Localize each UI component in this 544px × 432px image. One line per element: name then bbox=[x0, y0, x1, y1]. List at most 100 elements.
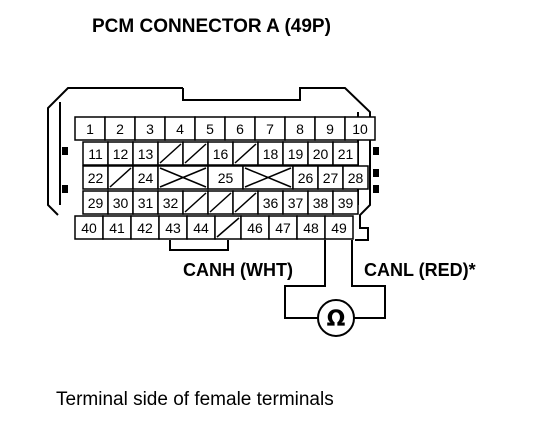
terminal-number: 40 bbox=[81, 220, 97, 236]
terminal: 24 bbox=[132, 165, 159, 190]
terminal-number: 39 bbox=[338, 195, 354, 211]
terminal: 7 bbox=[254, 116, 286, 141]
unused-terminal-slash bbox=[209, 192, 232, 213]
terminal-number: 22 bbox=[88, 170, 104, 186]
canl-label: CANL (RED)* bbox=[364, 260, 476, 280]
terminal-number: 11 bbox=[88, 146, 103, 162]
terminal-number: 3 bbox=[146, 121, 154, 137]
terminal: 46 bbox=[240, 215, 270, 240]
terminal-number: 13 bbox=[138, 146, 154, 162]
terminal-number: 16 bbox=[213, 146, 229, 162]
terminal bbox=[242, 165, 294, 190]
diagram-title: PCM CONNECTOR A (49P) bbox=[92, 16, 331, 37]
terminal: 38 bbox=[307, 190, 334, 215]
terminal: 39 bbox=[332, 190, 359, 215]
canh-wire bbox=[284, 240, 326, 319]
terminal-number: 26 bbox=[298, 170, 314, 186]
terminal: 36 bbox=[257, 190, 284, 215]
terminal: 25 bbox=[207, 165, 244, 190]
terminal bbox=[182, 190, 209, 215]
terminal-number: 4 bbox=[176, 121, 184, 137]
terminal: 32 bbox=[157, 190, 184, 215]
ohmmeter: Ω bbox=[317, 299, 355, 337]
terminal-number: 47 bbox=[275, 220, 291, 236]
canh-label: CANH (WHT) bbox=[183, 260, 293, 280]
terminal-number: 38 bbox=[313, 195, 329, 211]
terminal: 22 bbox=[82, 165, 109, 190]
ohmmeter-circle bbox=[317, 299, 355, 337]
terminal-number: 25 bbox=[218, 170, 234, 186]
terminal: 13 bbox=[132, 141, 159, 166]
canl-wire bbox=[351, 240, 386, 319]
terminal: 40 bbox=[74, 215, 104, 240]
terminal: 11 bbox=[82, 141, 109, 166]
terminal-number: 30 bbox=[113, 195, 129, 211]
terminal-number: 1 bbox=[86, 121, 94, 137]
terminal-cell bbox=[344, 116, 376, 141]
terminal-number: 29 bbox=[88, 195, 104, 211]
terminal bbox=[232, 190, 259, 215]
terminal-number: 8 bbox=[296, 121, 304, 137]
ohm-symbol-icon: Ω bbox=[327, 307, 346, 332]
terminal-cell bbox=[332, 190, 359, 215]
terminal: 41 bbox=[102, 215, 132, 240]
terminal: 3 bbox=[134, 116, 166, 141]
terminal: 19 bbox=[282, 141, 309, 166]
terminal-number: 6 bbox=[236, 121, 244, 137]
terminal: 1 bbox=[74, 116, 106, 141]
terminal-number: 46 bbox=[247, 220, 263, 236]
terminal: 9 bbox=[314, 116, 346, 141]
terminal-number: 32 bbox=[163, 195, 179, 211]
terminal-number: 44 bbox=[193, 220, 209, 236]
terminal: 30 bbox=[107, 190, 134, 215]
terminal-number: 48 bbox=[303, 220, 319, 236]
terminal-number: 27 bbox=[323, 170, 339, 186]
terminal-number: 7 bbox=[266, 121, 274, 137]
terminal bbox=[214, 215, 242, 240]
terminal-number: 37 bbox=[288, 195, 304, 211]
terminal: 37 bbox=[282, 190, 309, 215]
blocked-cavity-cross bbox=[244, 167, 292, 188]
terminal: 18 bbox=[257, 141, 284, 166]
terminal-number: 41 bbox=[109, 220, 125, 236]
unused-terminal-slash bbox=[159, 143, 182, 164]
terminal: 28 bbox=[342, 165, 369, 190]
diagram-caption: Terminal side of female terminals bbox=[56, 389, 334, 410]
terminal-number: 2 bbox=[116, 121, 124, 137]
terminal bbox=[232, 141, 259, 166]
terminal-number: 19 bbox=[288, 146, 304, 162]
terminal-number: 20 bbox=[313, 146, 329, 162]
terminal: 2 bbox=[104, 116, 136, 141]
terminal: 6 bbox=[224, 116, 256, 141]
terminal: 8 bbox=[284, 116, 316, 141]
terminal-number: 28 bbox=[348, 170, 364, 186]
terminal: 16 bbox=[207, 141, 234, 166]
test-wiring bbox=[284, 240, 386, 319]
terminal: 31 bbox=[132, 190, 159, 215]
terminal: 27 bbox=[317, 165, 344, 190]
terminal-number: 12 bbox=[113, 146, 129, 162]
terminal: 49 bbox=[324, 215, 354, 240]
unused-terminal-slash bbox=[234, 192, 257, 213]
terminal-number: 24 bbox=[138, 170, 154, 186]
terminal bbox=[157, 141, 184, 166]
terminal: 12 bbox=[107, 141, 134, 166]
terminal: 44 bbox=[186, 215, 216, 240]
terminal: 20 bbox=[307, 141, 334, 166]
terminal: 5 bbox=[194, 116, 226, 141]
terminal-number: 49 bbox=[331, 220, 347, 236]
terminal-cell bbox=[324, 215, 354, 240]
terminal-number: 5 bbox=[206, 121, 214, 137]
terminal: 26 bbox=[292, 165, 319, 190]
unused-terminal-slash bbox=[184, 192, 207, 213]
terminal bbox=[157, 165, 209, 190]
terminal-number: 9 bbox=[326, 121, 334, 137]
terminal: 10 bbox=[344, 116, 376, 141]
terminal bbox=[107, 165, 134, 190]
terminal-number: 42 bbox=[137, 220, 153, 236]
terminal bbox=[182, 141, 209, 166]
terminal: 21 bbox=[332, 141, 359, 166]
blocked-cavity-cross bbox=[159, 167, 207, 188]
